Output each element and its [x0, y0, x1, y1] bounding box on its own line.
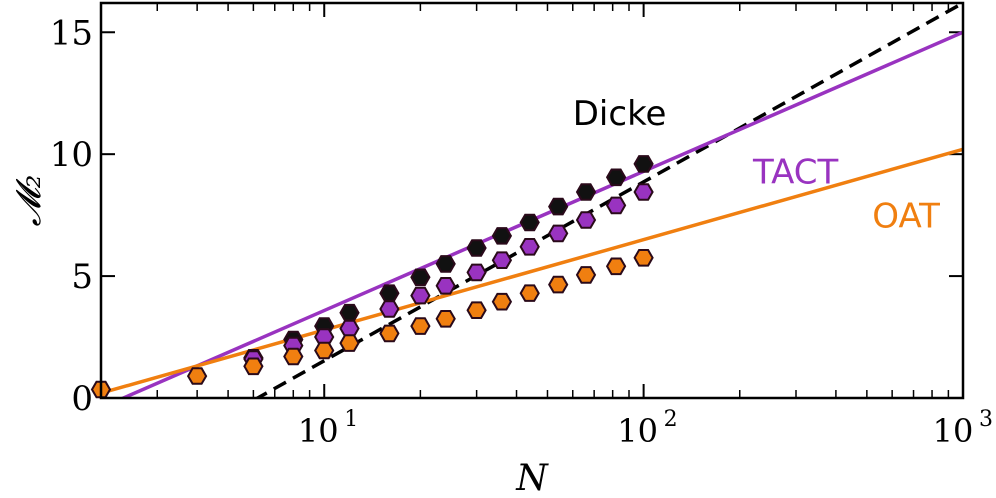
data-point-oat	[491, 292, 513, 311]
data-point-oat	[466, 301, 487, 319]
data-point-oat	[283, 347, 304, 366]
series-markers	[90, 155, 654, 399]
data-point-oat	[435, 310, 456, 328]
y-tick-label: 15	[50, 13, 93, 53]
data-point-oat	[379, 324, 400, 343]
x-tick-label-exponent: 1	[344, 407, 358, 432]
x-tick-label: 10	[298, 412, 339, 450]
data-point-dicke	[379, 284, 400, 302]
y-tick-label: 10	[50, 135, 93, 175]
series-label-oat: OAT	[872, 196, 940, 236]
x-tick-label-exponent: 2	[664, 407, 678, 432]
y-axis-label: 𝓜₂	[9, 175, 49, 227]
data-point-oat	[339, 334, 360, 352]
x-axis-label: N	[515, 458, 549, 498]
data-point-tact	[575, 211, 597, 229]
data-point-oat	[605, 257, 627, 276]
data-point-oat	[519, 284, 540, 302]
data-point-dicke	[491, 227, 513, 245]
data-point-tact	[491, 251, 513, 269]
x-tick-label: 10	[617, 412, 658, 450]
y-tick-label: 5	[71, 257, 93, 297]
data-point-dicke	[435, 255, 456, 273]
data-point-oat	[243, 357, 264, 376]
data-point-oat	[633, 249, 654, 267]
data-point-tact	[466, 263, 487, 282]
data-point-tact	[339, 319, 360, 338]
x-tick-label: 10	[933, 412, 974, 450]
data-point-tact	[379, 300, 400, 318]
data-point-dicke	[466, 239, 487, 257]
data-point-tact	[519, 238, 540, 256]
data-point-oat	[186, 367, 208, 385]
plot-frame	[99, 1, 965, 400]
data-point-dicke	[575, 183, 597, 201]
data-point-oat	[548, 275, 569, 294]
series-label-tact: TACT	[752, 152, 839, 192]
data-point-oat	[314, 341, 335, 360]
y-tick-label: 0	[71, 379, 93, 419]
series-label-dicke: Dicke	[573, 94, 667, 134]
data-point-oat	[575, 266, 597, 284]
data-point-dicke	[339, 303, 360, 322]
data-point-oat	[410, 317, 431, 335]
x-tick-label-exponent: 3	[979, 407, 993, 432]
data-point-dicke	[519, 213, 540, 232]
data-point-tact	[435, 277, 456, 295]
data-point-tact	[633, 183, 654, 201]
data-point-tact	[548, 224, 569, 243]
axis-ticks	[100, 3, 964, 399]
data-point-dicke	[548, 197, 569, 216]
data-point-dicke	[410, 268, 431, 287]
data-point-dicke	[633, 155, 654, 173]
data-point-tact	[410, 286, 431, 305]
data-point-tact	[605, 196, 627, 215]
series-line-oat	[101, 147, 963, 395]
data-point-dicke	[605, 168, 627, 187]
